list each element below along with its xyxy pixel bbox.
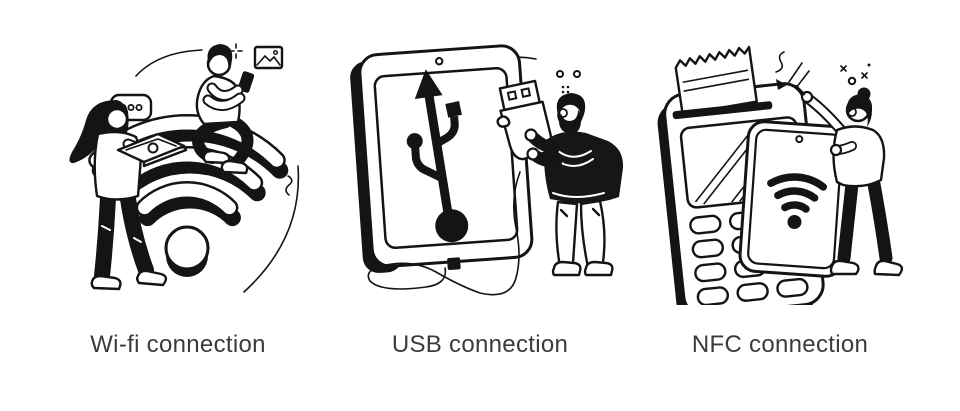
- panel-nfc: NFC connection: [640, 0, 960, 411]
- image-icon: [253, 45, 284, 70]
- sparkle-icon: [556, 70, 581, 94]
- print-burst: [775, 51, 810, 90]
- tablet: [350, 44, 534, 273]
- receipt: [674, 45, 758, 116]
- woman-with-laptop: [69, 100, 188, 291]
- caption-usb: USB connection: [391, 331, 569, 358]
- motion-swoosh: [135, 49, 300, 293]
- panel-usb: USB connection: [320, 0, 640, 411]
- usb-symbol: [406, 69, 469, 243]
- sparkle-icon: [229, 43, 243, 59]
- man-sitting-with-phone: [191, 44, 255, 175]
- man-holding-usb-plug: [524, 93, 624, 277]
- woman-pointing: [794, 84, 904, 277]
- nfc-illustration: [657, 45, 904, 305]
- usb-cable: [367, 171, 521, 296]
- nfc-phone: [738, 120, 852, 278]
- caption-wifi: Wi-fi connection: [90, 331, 266, 358]
- usb-illustration: [350, 44, 624, 296]
- nfc-waves-icon: [767, 173, 828, 230]
- sparkle-icon: [840, 63, 871, 86]
- caption-nfc: NFC connection: [691, 331, 869, 358]
- wifi-illustration: [69, 43, 300, 293]
- receipt-slot: [672, 101, 773, 120]
- panel-wifi: Wi-fi connection: [0, 0, 320, 411]
- wifi-symbol: [88, 114, 289, 277]
